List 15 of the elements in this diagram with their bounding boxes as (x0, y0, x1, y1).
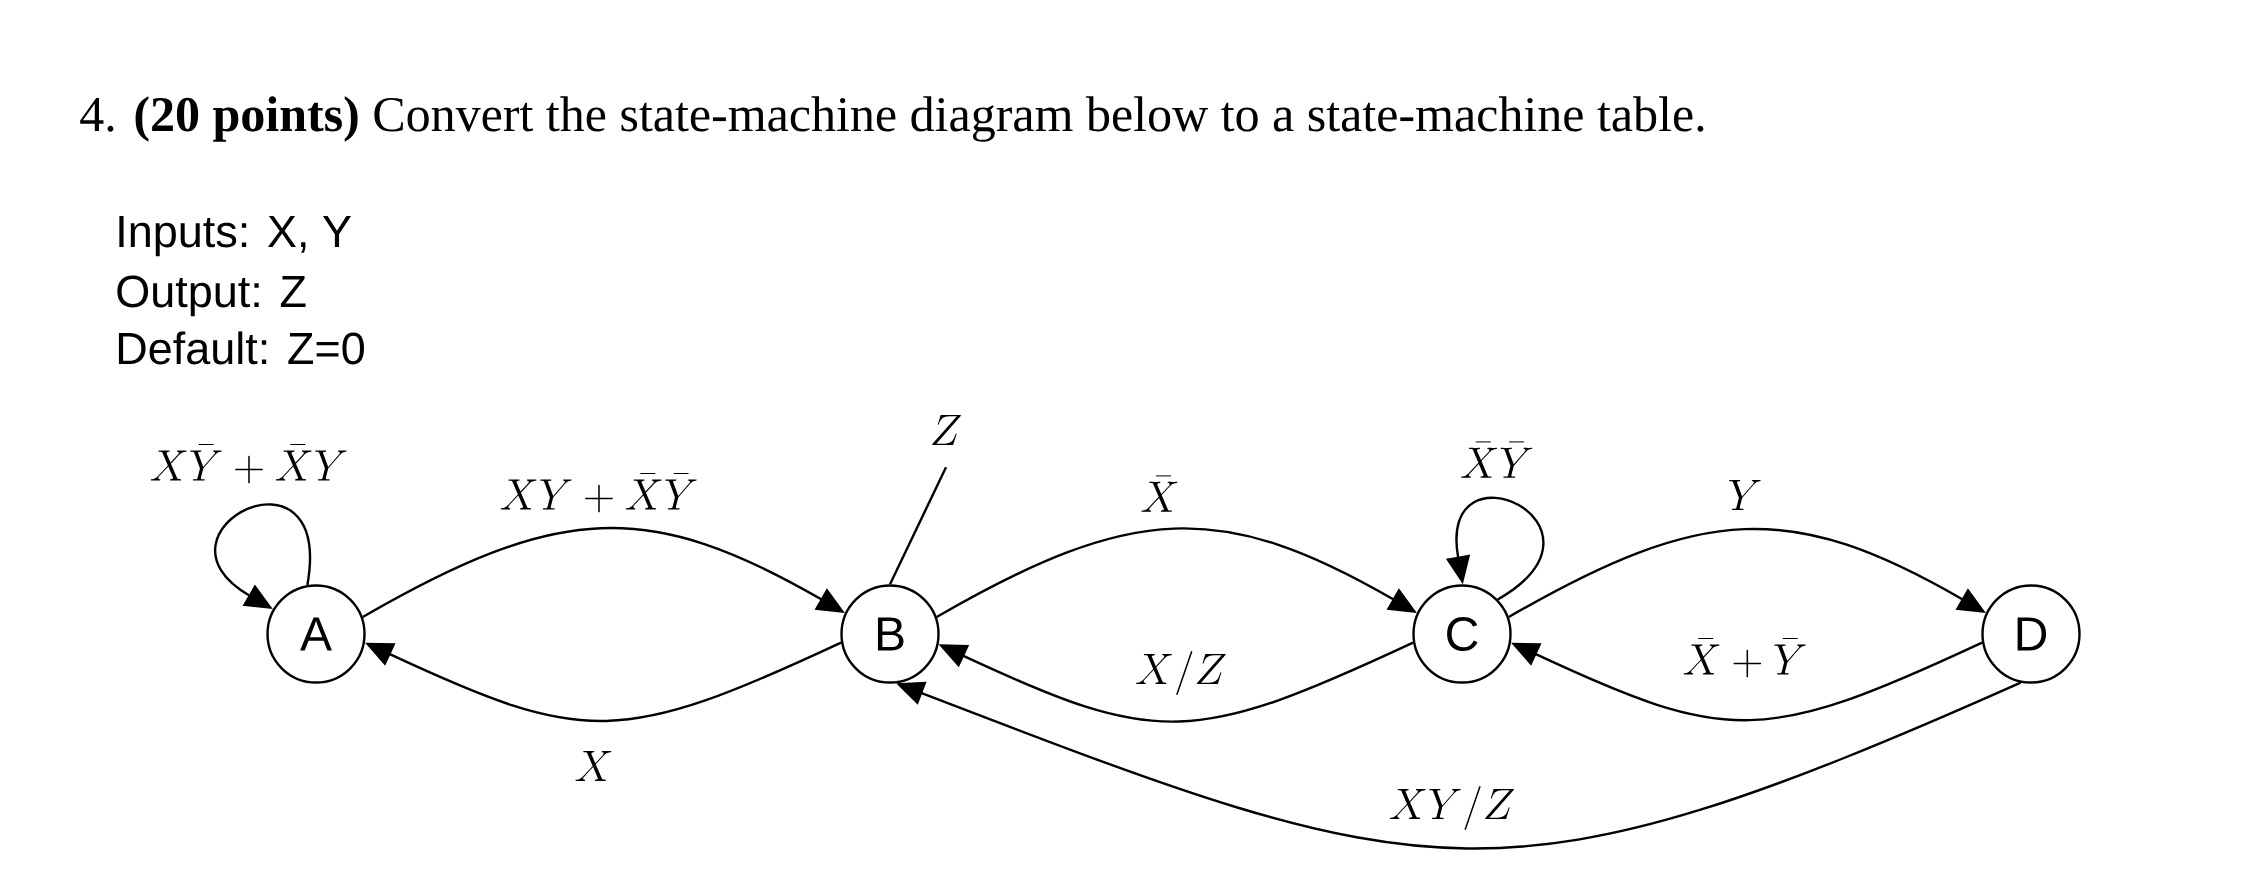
note-text: Default: Z=0 (118, 331, 364, 365)
edge-label: $\bar{X}\bar{Y}$ (1459, 441, 1535, 479)
edge-label: $XY + \bar{X}\bar{Y}$ (498, 472, 700, 514)
note-text: Inputs: X, Y (119, 216, 351, 257)
edge-label: $X\bar{Y} + \bar{X}Y$ (148, 443, 350, 485)
question-text: 4. (20 points) Convert the state-machine diagram below to a state-machine table. (80, 96, 1704, 142)
edge-label: $XY/Z$ (1387, 785, 1517, 831)
edge-label: $\bar{X} + \bar{Y}$ (1681, 637, 1809, 679)
edge-label: $\bar{X}$ (1139, 475, 1181, 513)
note-text: Output: Z (117, 275, 306, 317)
edge-label: $X/Z$ (1134, 650, 1229, 696)
leader-line (888, 466, 948, 585)
edge-label: $X$ (573, 749, 615, 783)
edge-label: $Y$ (1726, 478, 1764, 512)
output-label: $Z$ (932, 415, 961, 446)
